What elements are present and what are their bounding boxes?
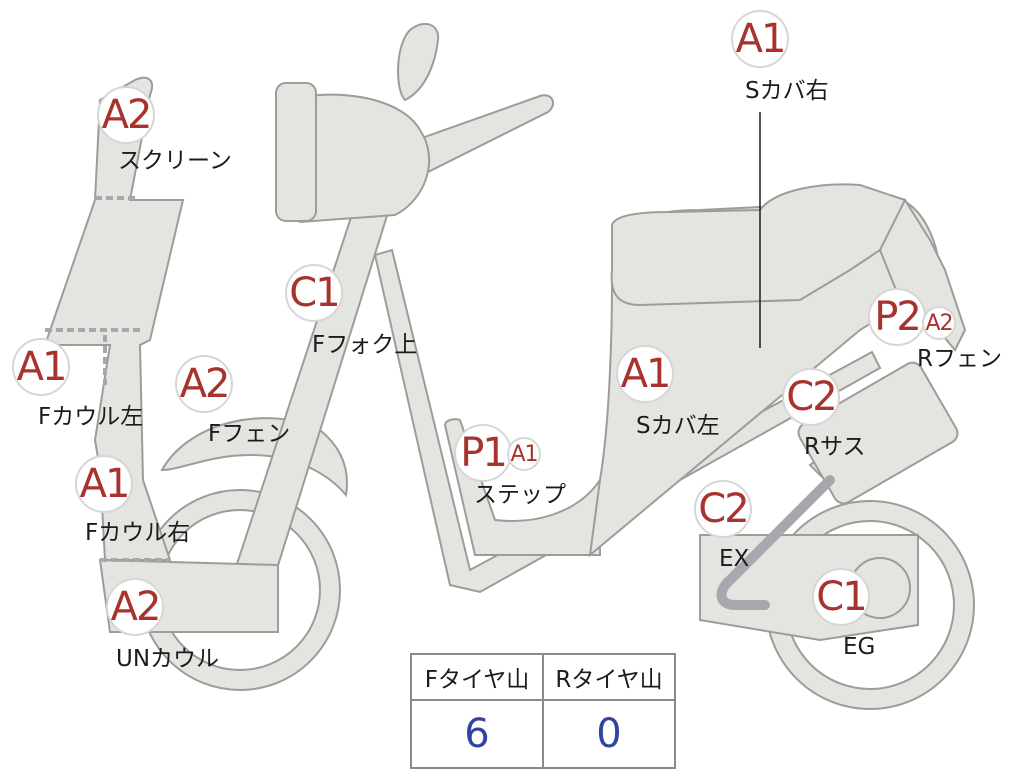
rank-badge-engine: C1 <box>812 568 870 626</box>
rank-badge-r-suspension: C2 <box>782 368 840 426</box>
rank-badge-f-cowl-right: A1 <box>75 455 133 513</box>
part-label-engine: EG <box>843 634 876 660</box>
rank-badge-screen: A2 <box>97 86 155 144</box>
rank-badge-f-fork-upper: C1 <box>285 264 343 322</box>
part-label-exhaust: EX <box>719 546 750 572</box>
rank-badge-s-cover-right: A1 <box>731 10 789 68</box>
rank-badge-exhaust: C2 <box>694 480 752 538</box>
rank-badge-under-cowl: A2 <box>106 578 164 636</box>
tire-tread-value-row: 6 0 <box>410 699 676 769</box>
tire-tread-header-rear: Rタイヤ山 <box>542 653 676 701</box>
part-label-under-cowl: UNカウル <box>116 646 220 672</box>
frame-shape <box>373 248 882 594</box>
part-label-r-suspension: Rサス <box>804 434 866 460</box>
part-label-f-cowl-right: Fカウル右 <box>85 520 191 546</box>
part-label-f-cowl-left: Fカウル左 <box>38 404 144 430</box>
part-label-f-fender: Fフェン <box>208 421 291 447</box>
tire-tread-header-front: Fタイヤ山 <box>410 653 544 701</box>
front-cowl-shape <box>43 76 185 561</box>
part-label-r-fender: Rフェン <box>917 346 1002 372</box>
rank-badge-step: P1 <box>454 424 512 482</box>
mirror-shape <box>397 22 440 102</box>
tire-tread-table: Fタイヤ山 Rタイヤ山 6 0 <box>410 653 676 769</box>
headlight-lens-shape <box>275 82 317 222</box>
tire-tread-value-front: 6 <box>410 699 544 769</box>
part-label-f-fork-upper: Fフォク上 <box>312 332 418 358</box>
rank-badge-s-cover-left: A1 <box>616 345 674 403</box>
exhaust-pipe-shape <box>716 475 835 610</box>
rank-badge-f-cowl-left: A1 <box>12 338 70 396</box>
sub-rank-badge-step: A1 <box>507 437 541 471</box>
rank-badge-r-fender: P2 <box>868 288 926 346</box>
rank-badge-f-fender: A2 <box>175 355 233 413</box>
part-label-step: ステップ <box>474 482 566 508</box>
part-label-screen: スクリーン <box>118 148 232 174</box>
part-label-s-cover-left: Sカバ左 <box>636 413 720 439</box>
sub-rank-badge-r-fender: A2 <box>922 306 956 340</box>
tire-tread-header-row: Fタイヤ山 Rタイヤ山 <box>410 653 676 701</box>
step-floor-shape <box>443 418 601 556</box>
rear-shock-body-shape <box>797 361 959 505</box>
tire-tread-value-rear: 0 <box>542 699 676 769</box>
front-fork-shape <box>233 189 397 577</box>
part-label-s-cover-right: Sカバ右 <box>745 78 829 104</box>
